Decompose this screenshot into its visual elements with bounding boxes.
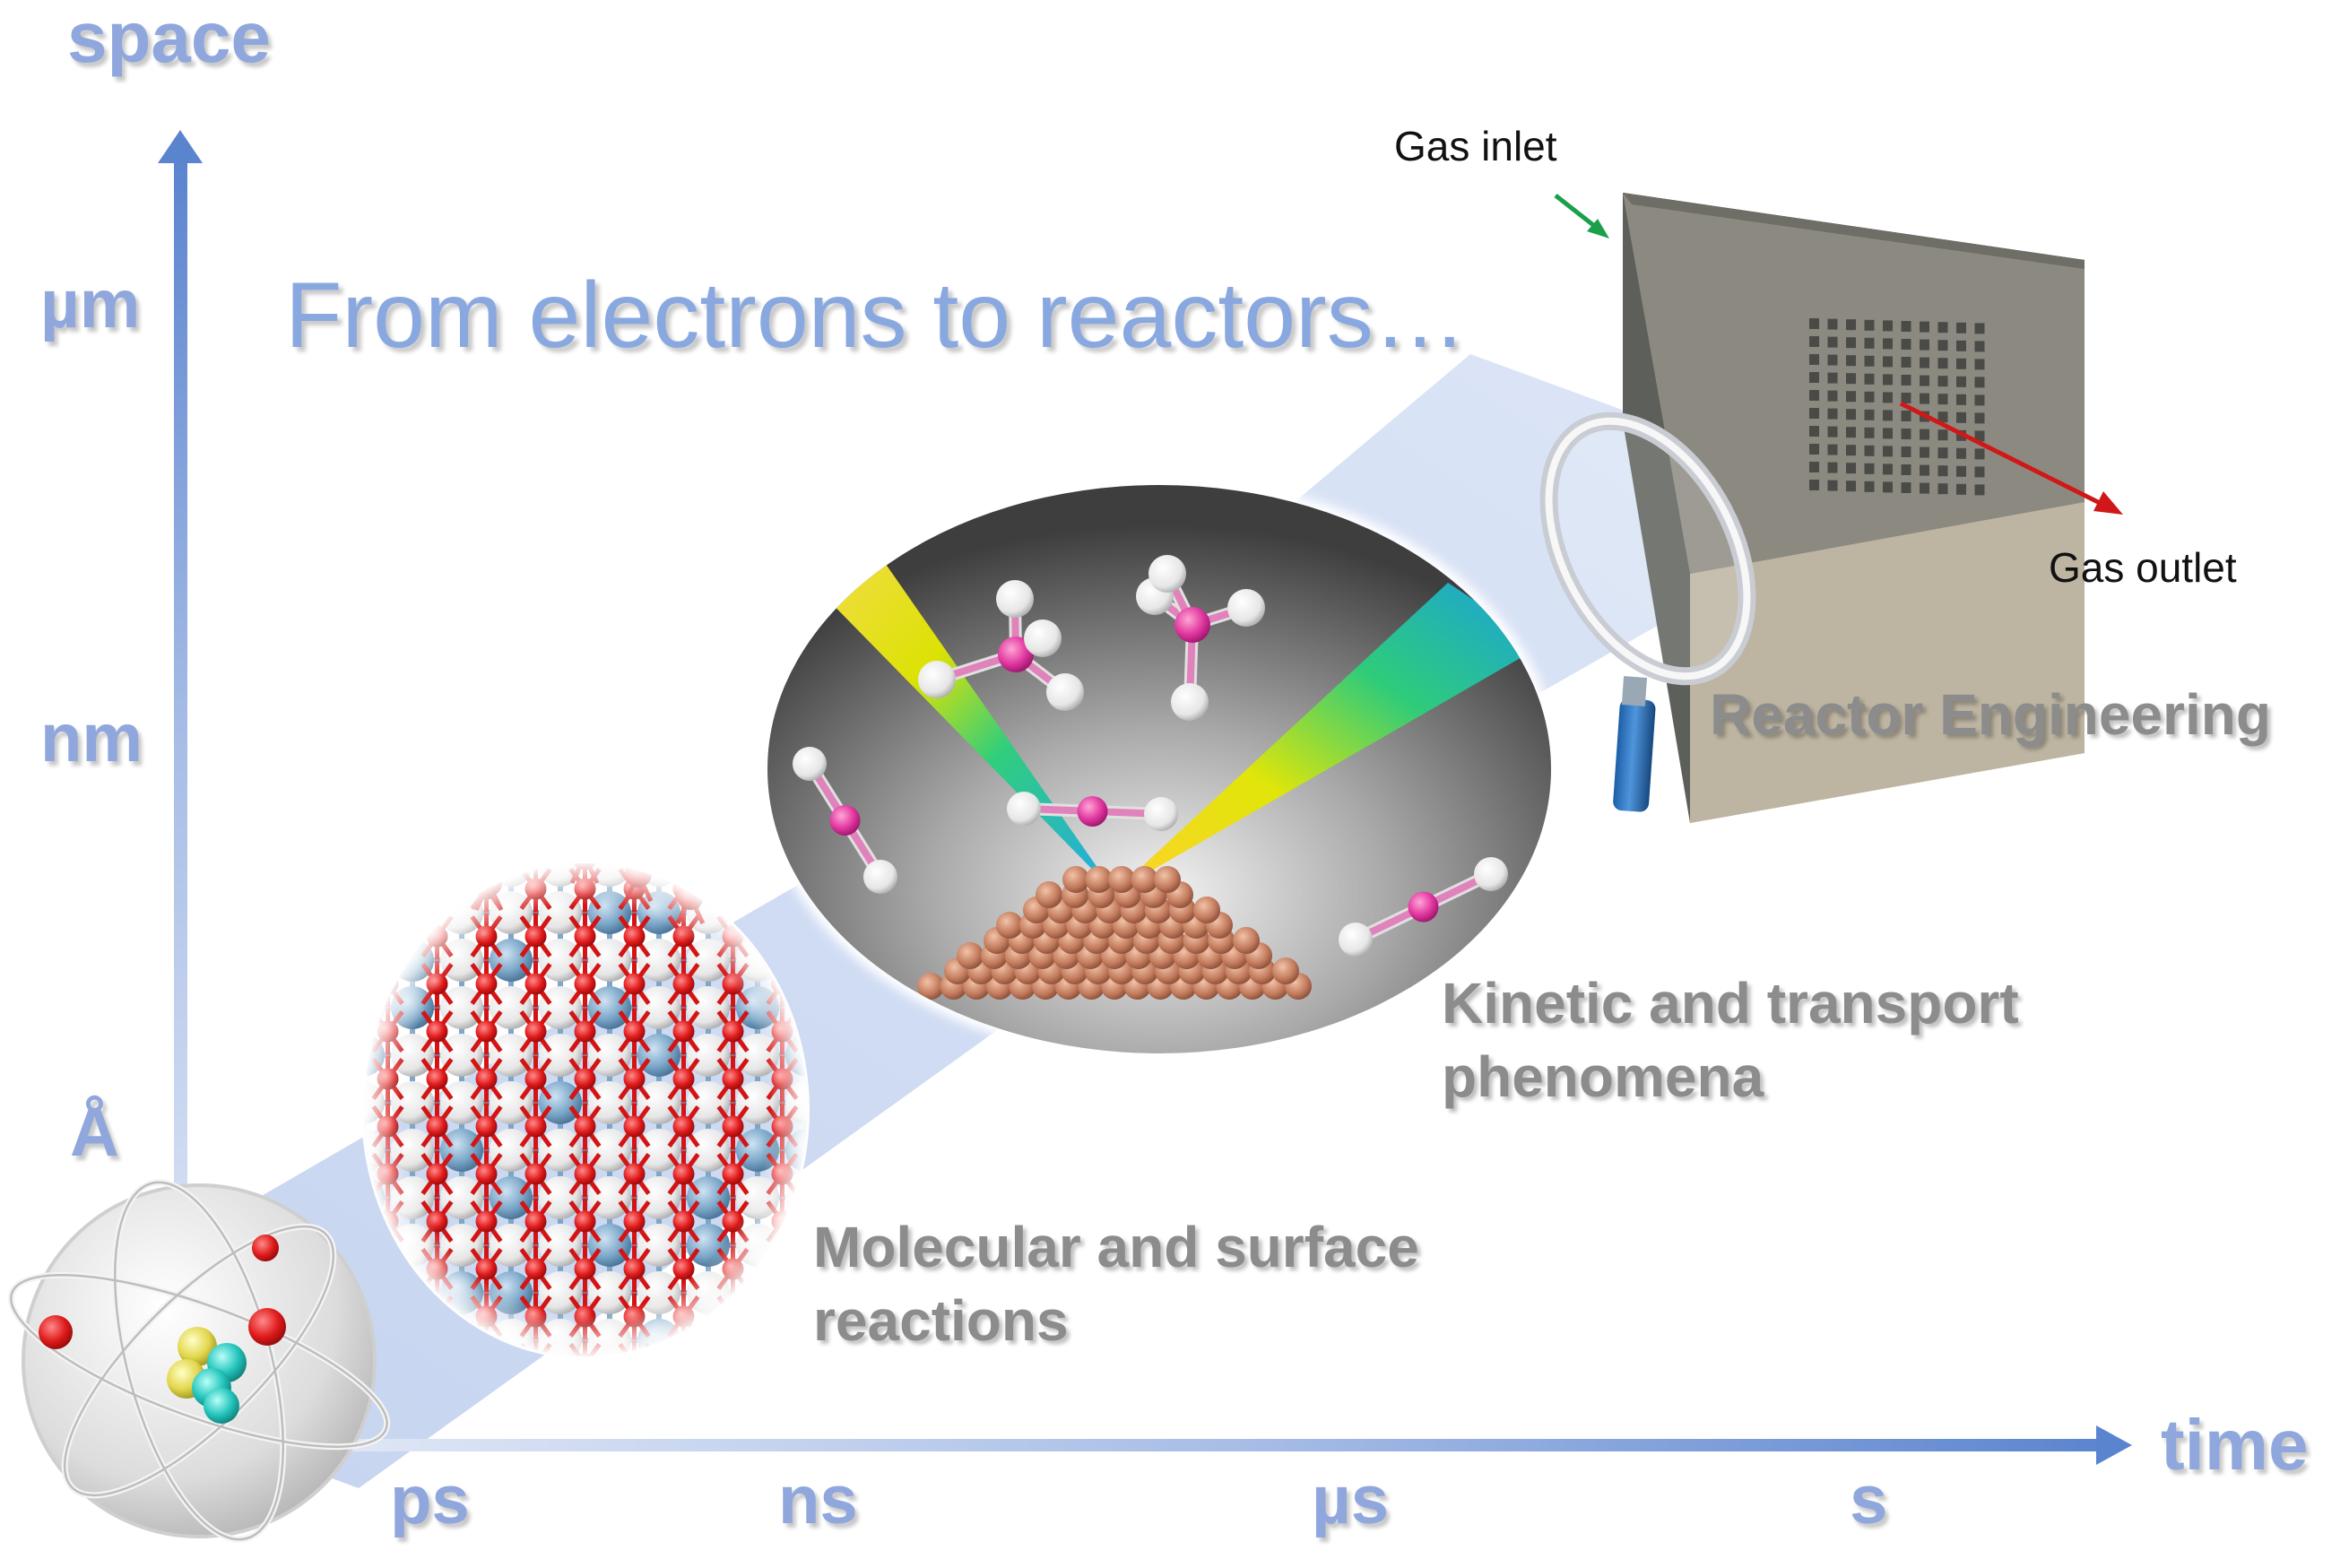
reactor-cube-icon (1623, 193, 2085, 823)
diagram-title: From electrons to reactors… (285, 264, 1467, 368)
space-axis (158, 130, 203, 1443)
stage-label-kinetic-line1: Kinetic and transport (1442, 971, 2019, 1035)
stage-label-reactor: Reactor Engineering (1710, 682, 2271, 747)
magnifier-icon (1539, 411, 1756, 812)
y-tick-angstrom: Å (70, 1095, 119, 1171)
y-tick-nm: nm (40, 700, 143, 776)
x-tick-ns: ns (778, 1462, 858, 1538)
gas-inlet-label: Gas inlet (1394, 123, 1557, 169)
x-tick-us: µs (1312, 1462, 1390, 1538)
stage-label-molecular-line1: Molecular and surface (813, 1215, 1419, 1279)
space-axis-label: space (67, 0, 271, 77)
stage-label-kinetic: Kinetic and transport phenomena (1442, 966, 2019, 1113)
molecule-scene-icon (760, 478, 1558, 1061)
stage-label-molecular: Molecular and surface reactions (813, 1210, 1419, 1357)
x-tick-ps: ps (390, 1462, 470, 1538)
gas-inlet-arrow (1554, 194, 1609, 238)
gas-outlet-arrow (1899, 401, 2123, 515)
time-axis (188, 1425, 2132, 1465)
stage-label-kinetic-line2: phenomena (1442, 1044, 1764, 1109)
atom-icon (7, 1179, 391, 1543)
stage-label-molecular-line2: reactions (813, 1288, 1069, 1353)
y-tick-um: µm (40, 266, 141, 342)
gas-outlet-label: Gas outlet (2049, 544, 2237, 591)
x-tick-s: s (1850, 1462, 1888, 1538)
time-axis-label: time (2161, 1405, 2309, 1485)
